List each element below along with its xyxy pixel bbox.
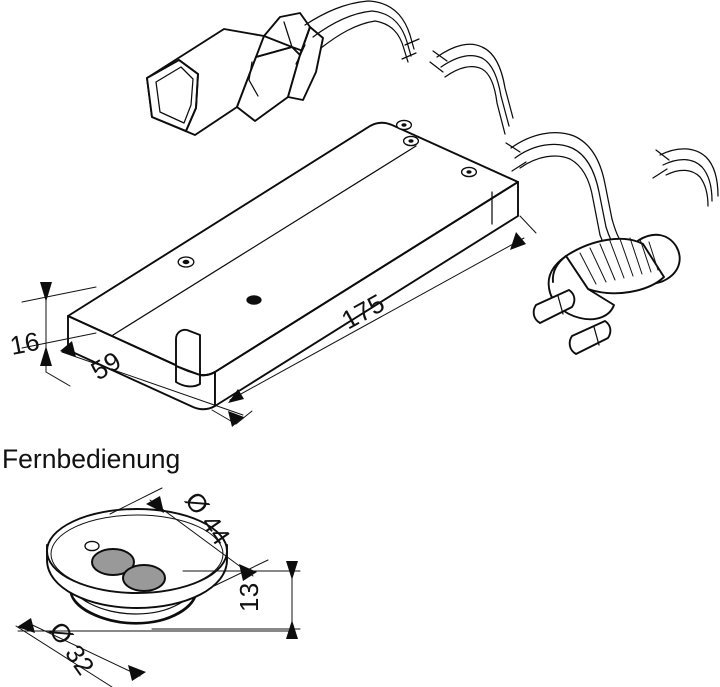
remote-disc	[46, 508, 228, 609]
indicator-dot	[246, 295, 262, 305]
dimension-remote-height: 13	[151, 561, 301, 639]
remote-button-2[interactable]	[122, 564, 166, 592]
dimension-height-16: 16	[7, 282, 97, 373]
driver-housing	[67, 119, 519, 411]
indicator-led-icon	[84, 540, 100, 552]
power-supply-unit-group	[67, 0, 719, 411]
mains-plug-europlug	[532, 233, 681, 355]
output-cable-midsegment	[429, 43, 514, 135]
dimension-label-remote-height: 13	[234, 582, 264, 612]
remote-heading: Fernbedienung	[2, 444, 180, 474]
output-cable-left	[304, 0, 420, 63]
dimension-label-height: 16	[7, 326, 42, 361]
output-connector-plug	[146, 12, 324, 136]
mounting-tab	[175, 328, 201, 388]
remote-button-1[interactable]	[91, 548, 135, 576]
remote-control-group: Fernbedienung	[2, 444, 228, 625]
screw-hole-left	[177, 256, 195, 268]
screw-hole-group-right	[395, 119, 478, 178]
